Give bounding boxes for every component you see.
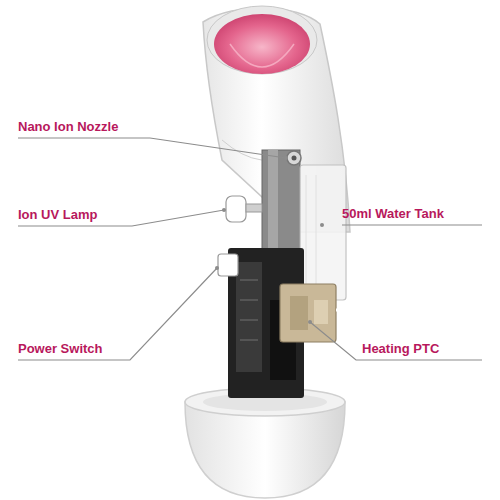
part-label: Heating PTC: [362, 341, 439, 357]
part-label: Power Switch: [18, 341, 103, 357]
part-label: 50ml Water Tank: [342, 206, 444, 222]
part-label: Nano Ion Nozzle: [18, 119, 118, 135]
leader-lines: [18, 138, 482, 360]
part-label: Ion UV Lamp: [18, 207, 97, 223]
